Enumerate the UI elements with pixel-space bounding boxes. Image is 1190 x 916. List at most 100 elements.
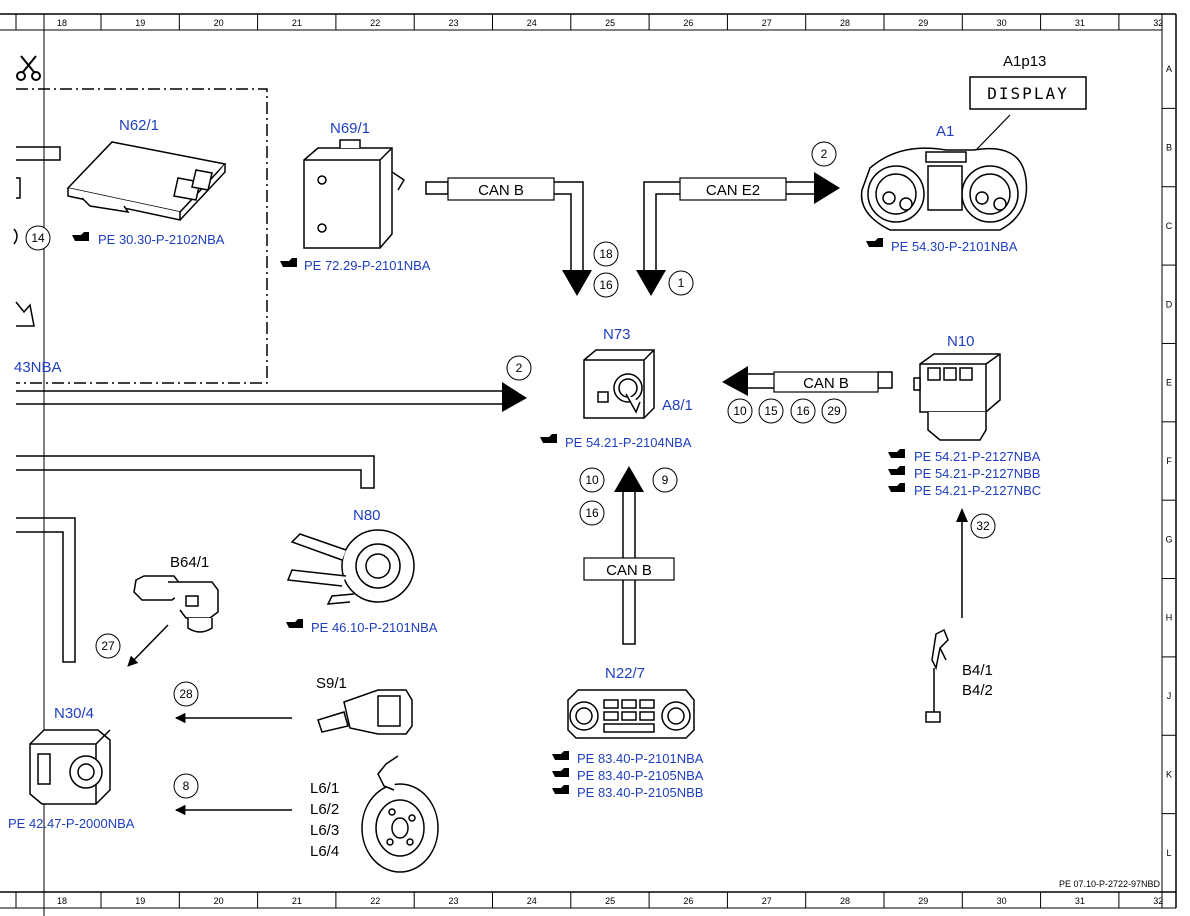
b64-1-arrow xyxy=(127,624,169,667)
signal-16-right: 16 xyxy=(790,398,816,424)
a1-ref-pointer-icon xyxy=(866,238,883,247)
svg-text:2: 2 xyxy=(516,361,523,375)
a1-ref[interactable]: PE 54.30-P-2101NBA xyxy=(891,239,1018,254)
n69-1-label: N69/1 xyxy=(330,120,370,137)
can-b-right-box xyxy=(773,371,879,393)
n10-ref-3[interactable]: PE 54.21-P-2127NBC xyxy=(914,483,1041,498)
n22-7-ref-2-pointer-icon xyxy=(552,768,569,777)
left-partial-shapes xyxy=(13,146,375,663)
column-label-21-top: 21 xyxy=(292,18,302,28)
column-label-30-bottom: 30 xyxy=(997,896,1007,906)
n73-ref[interactable]: PE 54.21-P-2104NBA xyxy=(565,435,692,450)
signal-1: 1 xyxy=(668,270,694,296)
column-label-32-top: 32 xyxy=(1153,18,1163,28)
n22-7-ref-2[interactable]: PE 83.40-P-2105NBA xyxy=(577,768,704,783)
n30-4-ref[interactable]: PE 42.47-P-2000NBA xyxy=(8,816,135,831)
can-e2-label: CAN E2 xyxy=(706,182,760,199)
n62-1-ref-pointer-icon xyxy=(72,232,89,241)
column-label-22-top: 22 xyxy=(370,18,380,28)
svg-text:16: 16 xyxy=(585,506,599,520)
column-label-31-bottom: 31 xyxy=(1075,896,1085,906)
n22-7-ref-1[interactable]: PE 83.40-P-2101NBA xyxy=(577,751,704,766)
svg-text:10: 10 xyxy=(733,404,747,418)
l6-1-label: L6/1 xyxy=(310,780,339,797)
can-b-right-arrowhead xyxy=(722,366,748,396)
svg-text:18: 18 xyxy=(599,247,613,261)
column-label-18-top: 18 xyxy=(57,18,67,28)
b64-1-sensor-icon xyxy=(133,575,219,633)
s9-1-label: S9/1 xyxy=(316,675,347,692)
signal-2-mid: 2 xyxy=(506,355,532,381)
n69-1-ref[interactable]: PE 72.29-P-2101NBA xyxy=(304,258,431,273)
a1p13-label: A1p13 xyxy=(1003,53,1046,70)
svg-text:28: 28 xyxy=(179,687,193,701)
column-label-26-bottom: 26 xyxy=(683,896,693,906)
can-b-right-label: CAN B xyxy=(803,375,849,392)
column-label-29-bottom: 29 xyxy=(918,896,928,906)
a1-instrument-cluster-icon xyxy=(860,147,1028,231)
column-label-19-bottom: 19 xyxy=(135,896,145,906)
column-label-23-bottom: 23 xyxy=(448,896,458,906)
column-label-19-top: 19 xyxy=(135,18,145,28)
n22-7-ref-3[interactable]: PE 83.40-P-2105NBB xyxy=(577,785,703,800)
can-b-top-box xyxy=(447,177,555,201)
l6-4-label: L6/4 xyxy=(310,843,339,860)
column-label-29-top: 29 xyxy=(918,18,928,28)
svg-text:1: 1 xyxy=(678,276,685,290)
column-label-24-bottom: 24 xyxy=(527,896,537,906)
svg-text:14: 14 xyxy=(31,231,45,245)
signal-27: 27 xyxy=(95,633,121,659)
can-b-top-bus xyxy=(425,181,584,270)
n73-ignition-switch-icon xyxy=(583,349,655,419)
l6-3-label: L6/3 xyxy=(310,822,339,839)
n10-ref-1-pointer-icon xyxy=(888,449,905,458)
a1p13-display-text: DISPLAY xyxy=(987,84,1068,103)
signal-14: 14 xyxy=(25,225,51,251)
svg-text:15: 15 xyxy=(764,404,778,418)
column-label-25-bottom: 25 xyxy=(605,896,615,906)
row-label-B: B xyxy=(1166,143,1172,153)
n30-4-abs-module-icon xyxy=(29,729,111,805)
row-label-C: C xyxy=(1166,221,1173,231)
row-label-D: D xyxy=(1166,299,1173,309)
signal-10-bottom: 10 xyxy=(579,467,605,493)
n80-ref-pointer-icon xyxy=(286,619,303,628)
row-label-G: G xyxy=(1165,534,1172,544)
column-label-28-bottom: 28 xyxy=(840,896,850,906)
n62-1-module-icon xyxy=(66,141,227,221)
n80-ref[interactable]: PE 46.10-P-2101NBA xyxy=(311,620,438,635)
column-label-31-top: 31 xyxy=(1075,18,1085,28)
n73-label: N73 xyxy=(603,326,631,343)
n10-label: N10 xyxy=(947,333,975,350)
n62-1-ref[interactable]: PE 30.30-P-2102NBA xyxy=(98,232,225,247)
svg-text:32: 32 xyxy=(976,519,990,533)
n10-ref-2[interactable]: PE 54.21-P-2127NBB xyxy=(914,466,1040,481)
b4-1-label: B4/1 xyxy=(962,662,993,679)
column-label-20-top: 20 xyxy=(214,18,224,28)
can-e2-box xyxy=(679,177,787,201)
n22-7-ref-1-pointer-icon xyxy=(552,751,569,760)
signal-16-bottom: 16 xyxy=(579,500,605,526)
svg-text:16: 16 xyxy=(599,278,613,292)
l6-wheel-speed-sensor-icon xyxy=(361,755,439,873)
n10-ref-3-pointer-icon xyxy=(888,483,905,492)
can-b-top-arrowhead xyxy=(562,270,592,296)
column-label-30-top: 30 xyxy=(997,18,1007,28)
svg-text:16: 16 xyxy=(796,404,810,418)
n69-1-module-icon xyxy=(303,139,406,249)
column-label-22-bottom: 22 xyxy=(370,896,380,906)
can-b-bottom-label: CAN B xyxy=(606,562,652,579)
row-label-A: A xyxy=(1166,64,1172,74)
column-label-27-bottom: 27 xyxy=(762,896,772,906)
svg-text:27: 27 xyxy=(101,639,115,653)
n10-ref-1[interactable]: PE 54.21-P-2127NBA xyxy=(914,449,1041,464)
b64-1-label: B64/1 xyxy=(170,554,209,571)
can-b-top-label: CAN B xyxy=(478,182,524,199)
svg-text:29: 29 xyxy=(827,404,841,418)
can-e2-bus xyxy=(643,181,816,270)
svg-text:10: 10 xyxy=(585,473,599,487)
can-b-bottom-bus xyxy=(622,492,636,645)
column-label-28-top: 28 xyxy=(840,18,850,28)
